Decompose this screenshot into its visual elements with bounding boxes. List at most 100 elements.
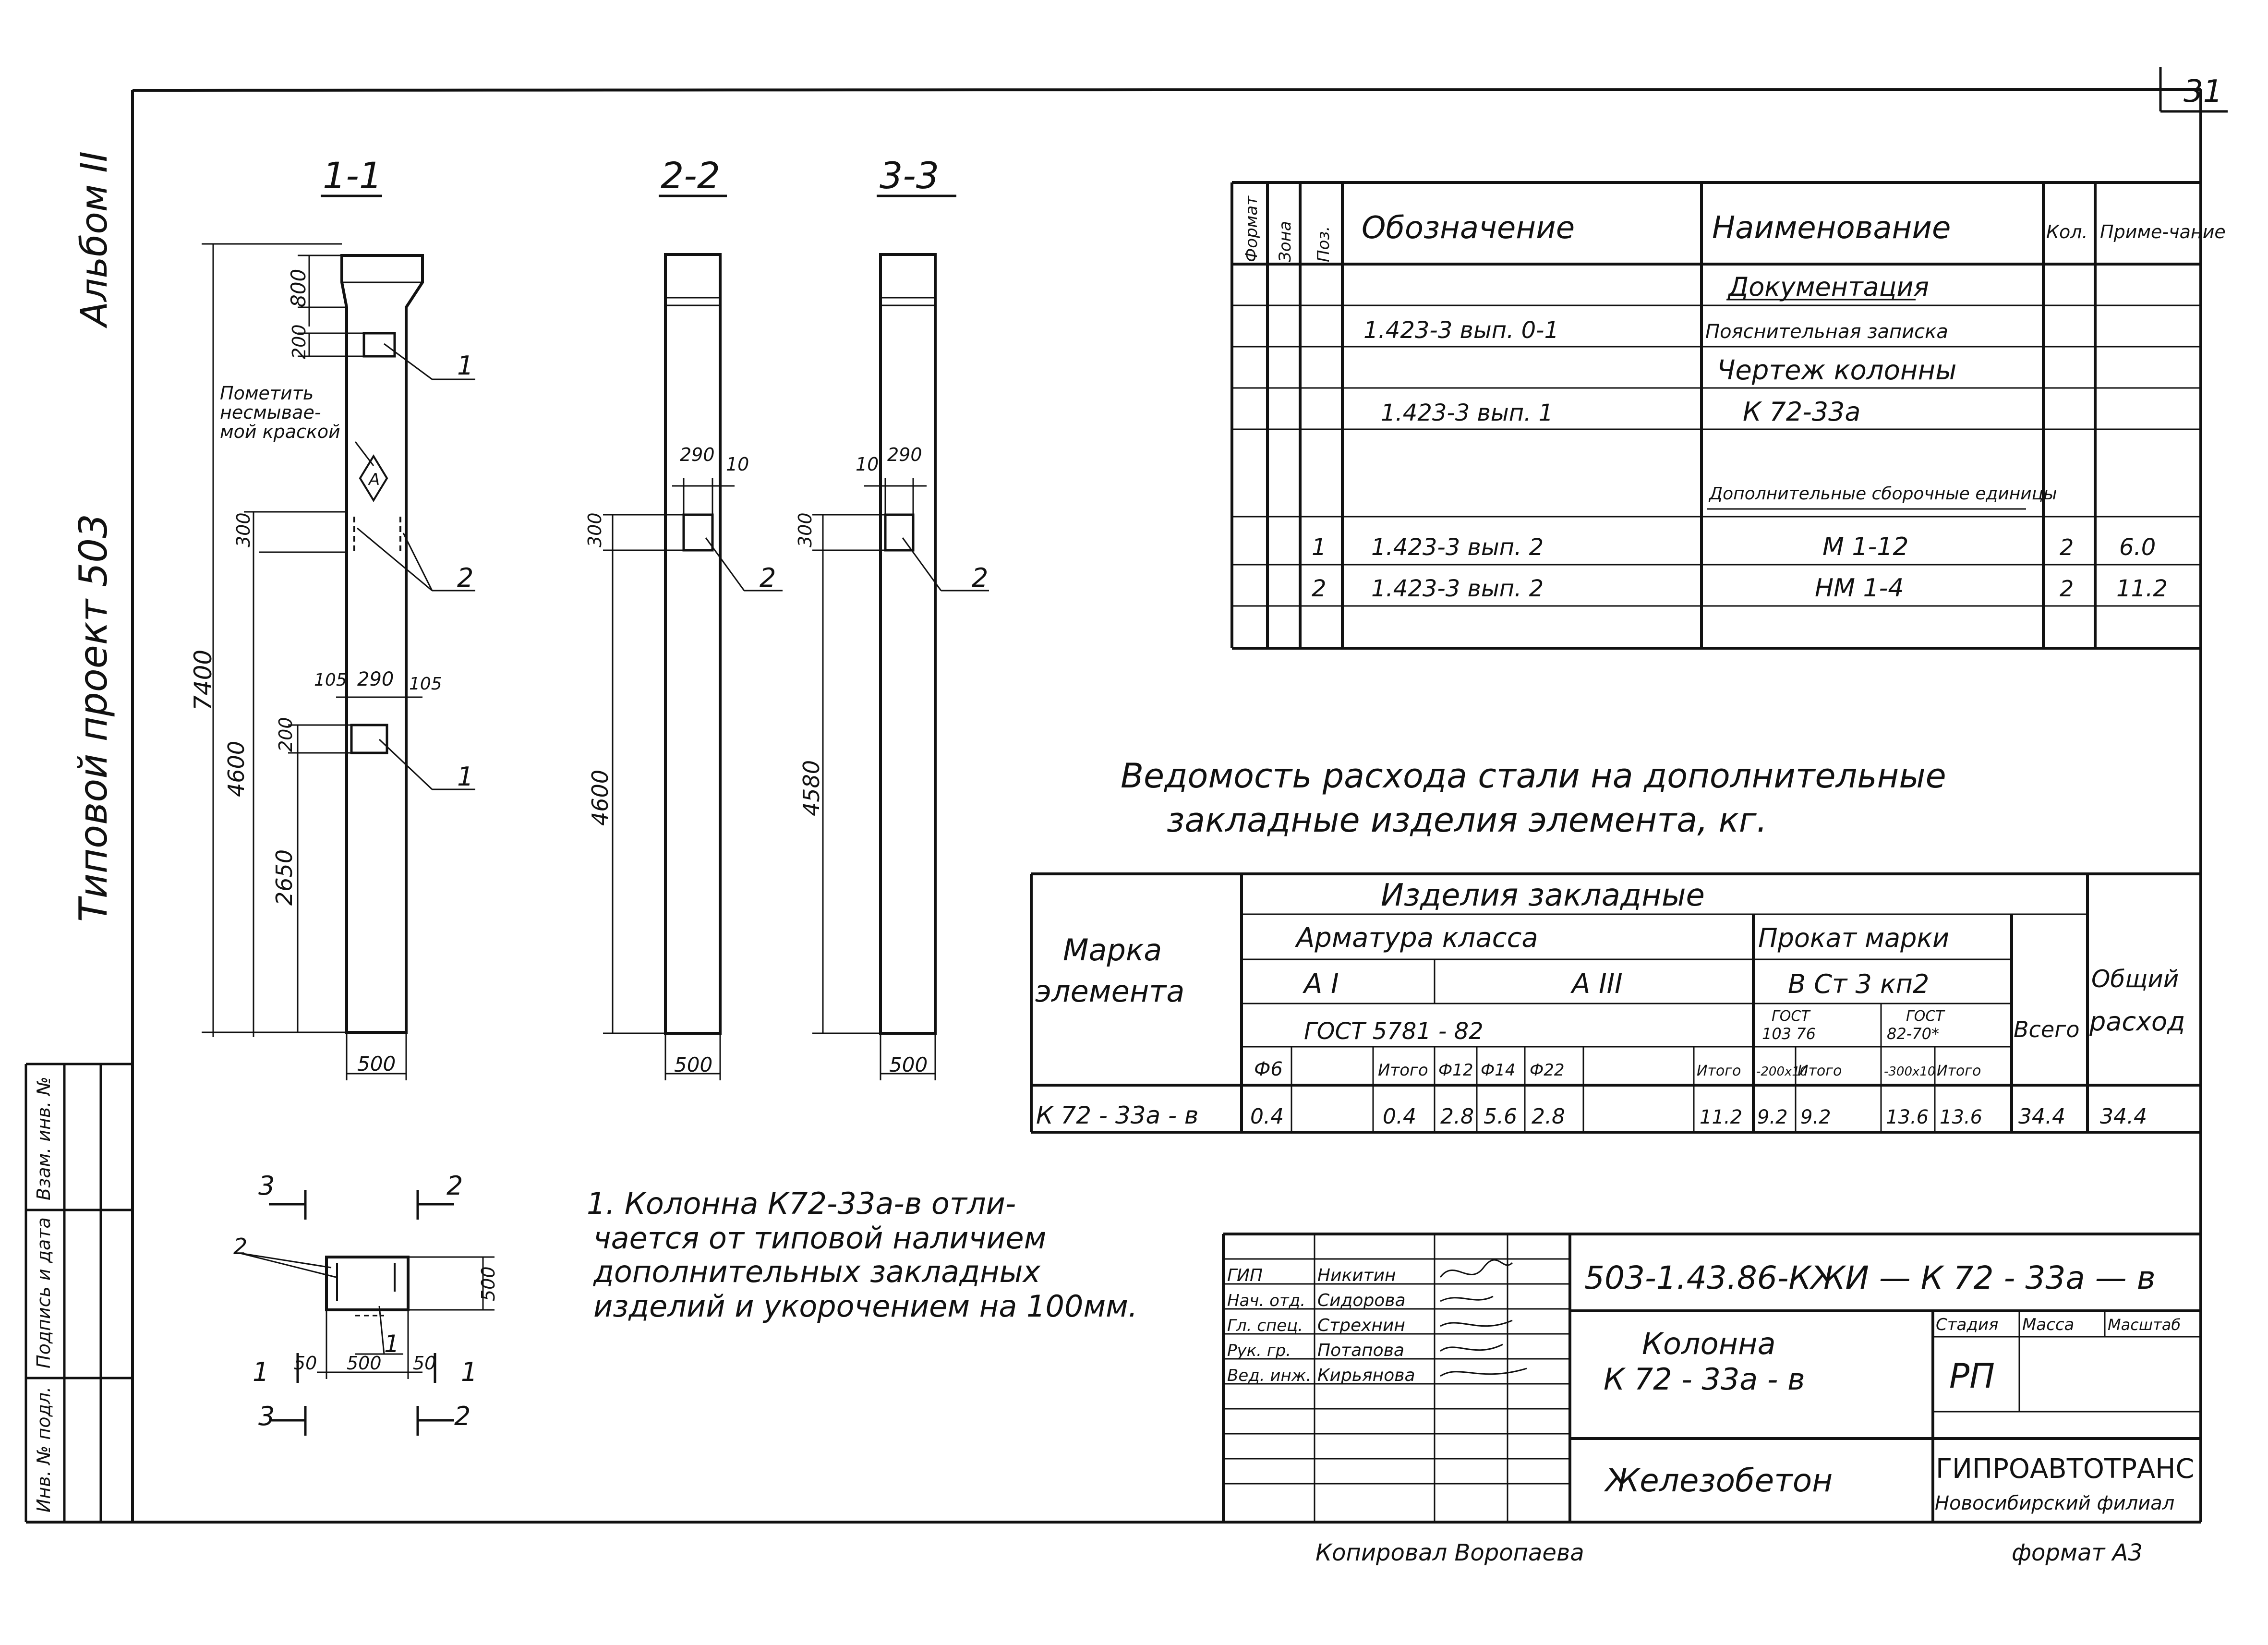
steel-row-vsego: 34.4: [2018, 1104, 2065, 1129]
spec-row-5-pos: 1: [1312, 534, 1327, 561]
tb-name-3: Потапова: [1317, 1341, 1404, 1360]
spec-row-3-designation: 1.423-3 вып. 1: [1381, 399, 1553, 426]
tb-role-3: Рук. гр.: [1227, 1341, 1291, 1360]
section-2-2: 2-2 290 10 300 4600 500 2: [584, 154, 783, 1080]
marking-note-line-1: Пометить: [220, 383, 314, 404]
spec-h-pos: Поз.: [1314, 226, 1333, 262]
page-number: 31: [2184, 74, 2222, 109]
steel-h-gost2-a: ГОСТ: [1772, 1008, 1811, 1025]
cut-label-3-top: 3: [258, 1171, 275, 1201]
steel-cell-5: 2.8: [1532, 1104, 1565, 1129]
spec-row-6-pos: 2: [1312, 575, 1327, 602]
spec-h-designation: Обозначение: [1362, 210, 1575, 246]
callout-3-3: 2: [972, 563, 988, 593]
steel-sub-3: Ф12: [1438, 1061, 1473, 1080]
steel-sub-8: -200х10: [1756, 1064, 1808, 1079]
steel-h-ai: А I: [1303, 968, 1339, 1000]
steel-cell-10: 13.6: [1886, 1106, 1929, 1128]
tb-name-line-1: Колонна: [1642, 1326, 1776, 1361]
steel-sub-2: Итого: [1378, 1061, 1428, 1080]
tb-name-line-2: К 72 - 33а - в: [1604, 1362, 1805, 1397]
tb-role-4: Вед. инж.: [1227, 1366, 1311, 1385]
tb-name-1: Сидорова: [1317, 1291, 1406, 1310]
steel-cell-3: 2.8: [1440, 1104, 1474, 1129]
spec-h-name: Наименование: [1712, 210, 1951, 246]
sheet-frame: [26, 88, 2202, 1524]
steel-h-gost2-b: 103 76: [1762, 1025, 1816, 1043]
column-2-2-outline: [664, 253, 722, 1035]
dim-3-3-lower: 4580: [798, 760, 824, 816]
section-2-2-title: 2-2: [661, 154, 720, 197]
spec-table: Формат Зона Поз. Обозначение Наименовани…: [1231, 181, 2226, 650]
tb-role-2: Гл. спец.: [1227, 1316, 1303, 1335]
spec-row-5-qty: 2: [2060, 534, 2074, 560]
steel-cell-7: 11.2: [1700, 1106, 1742, 1128]
cut-label-3-bottom: 3: [258, 1401, 275, 1431]
steel-h-total-1: Общий: [2091, 965, 2179, 993]
steel-row-mark: К 72 - 33а - в: [1036, 1101, 1198, 1129]
column-1-1-outline: [340, 254, 424, 1034]
spec-row-6-designation: 1.423-3 вып. 2: [1371, 575, 1544, 602]
spec-row-5-note: 6.0: [2119, 534, 2156, 561]
tb-role-0: ГИП: [1227, 1266, 1263, 1285]
steel-h-gost3-a: ГОСТ: [1906, 1008, 1945, 1025]
steel-h-armatura: Арматура класса: [1295, 922, 1538, 954]
spec-row-6-note: 11.2: [2116, 575, 2168, 602]
plan-dim-right: 50: [413, 1353, 436, 1374]
steel-row-total: 34.4: [2100, 1104, 2147, 1129]
album-label: Альбом II: [72, 151, 115, 329]
callout-1-1-c: 1: [457, 762, 473, 792]
dim-2-2-w: 290: [680, 444, 715, 465]
marking-letter: А: [368, 470, 380, 489]
plate-lower: [350, 724, 388, 754]
marking-note-line-3: мой краской: [220, 421, 340, 442]
steel-h-total-2: расход: [2089, 1006, 2185, 1037]
strip-label-sign: Подпись и дата: [33, 1217, 54, 1368]
steel-h-mark-2: элемента: [1035, 974, 1184, 1009]
cut-label-2-bottom: 2: [454, 1401, 470, 1431]
steel-cell-8: 9.2: [1757, 1106, 1788, 1128]
tb-name-0: Никитин: [1317, 1266, 1396, 1285]
column-3-3-outline: [879, 253, 937, 1035]
steel-sub-4: Ф14: [1481, 1061, 1516, 1080]
project-label: Типовой проект 503: [71, 514, 116, 922]
plan-dim-mid: 500: [347, 1353, 382, 1374]
dim-1-1-total: 7400: [189, 650, 217, 711]
steel-sub-5: Ф22: [1530, 1061, 1565, 1080]
section-1-1: 1-1: [189, 154, 475, 1080]
plan-outline: [325, 1256, 410, 1311]
left-strip: [24, 1063, 133, 1522]
dim-1-1-width: 500: [357, 1052, 396, 1076]
plan-view: 3 2 1 1 3 2 2 1 50 500 50 500: [233, 1171, 499, 1436]
dim-2-2-gap: 10: [726, 454, 749, 475]
steel-cell-11: 13.6: [1940, 1106, 1982, 1128]
dim-3-3-w: 290: [887, 444, 922, 465]
plan-dim-left: 50: [294, 1353, 317, 1374]
cut-label-1-left: 1: [253, 1357, 269, 1387]
note-line-4: изделий и укорочением на 100мм.: [593, 1289, 1138, 1324]
dim-1-1-b1: 200: [289, 324, 310, 359]
steel-title-line-2: закладные изделия элемента, кг.: [1167, 800, 1767, 840]
signatures: [1439, 1259, 1527, 1377]
spec-h-qty: Кол.: [2046, 221, 2088, 242]
callout-2-2: 2: [760, 563, 776, 593]
plate-3-3: [884, 513, 915, 552]
steel-title-line-1: Ведомость расхода стали на дополнительны…: [1121, 756, 1946, 796]
tb-stage-label: Стадия: [1936, 1315, 1998, 1334]
section-3-3-title: 3-3: [880, 154, 939, 197]
steel-h-gost3-b: 82-70*: [1887, 1025, 1939, 1043]
marking-diamond: [359, 454, 388, 502]
tb-org: ГИПРОАВТОТРАНС: [1936, 1453, 2195, 1485]
note-line-3: дополнительных закладных: [593, 1254, 1041, 1289]
tb-stage: РП: [1949, 1356, 1995, 1396]
spec-row-0-name: Документация: [1727, 272, 1929, 302]
callout-1-1-b: 2: [457, 563, 473, 593]
spec-row-6-name: НМ 1-4: [1815, 574, 1904, 603]
spec-h-note: Приме-чание: [2100, 221, 2226, 242]
spec-row-1-name: Пояснительная записка: [1705, 321, 1948, 343]
plan-dim-height: 500: [478, 1266, 499, 1301]
tb-mass-label: Масса: [2022, 1315, 2074, 1334]
footer-copied: Копировал Воропаева: [1315, 1539, 1584, 1566]
dim-3-3-gap: 10: [856, 454, 879, 475]
